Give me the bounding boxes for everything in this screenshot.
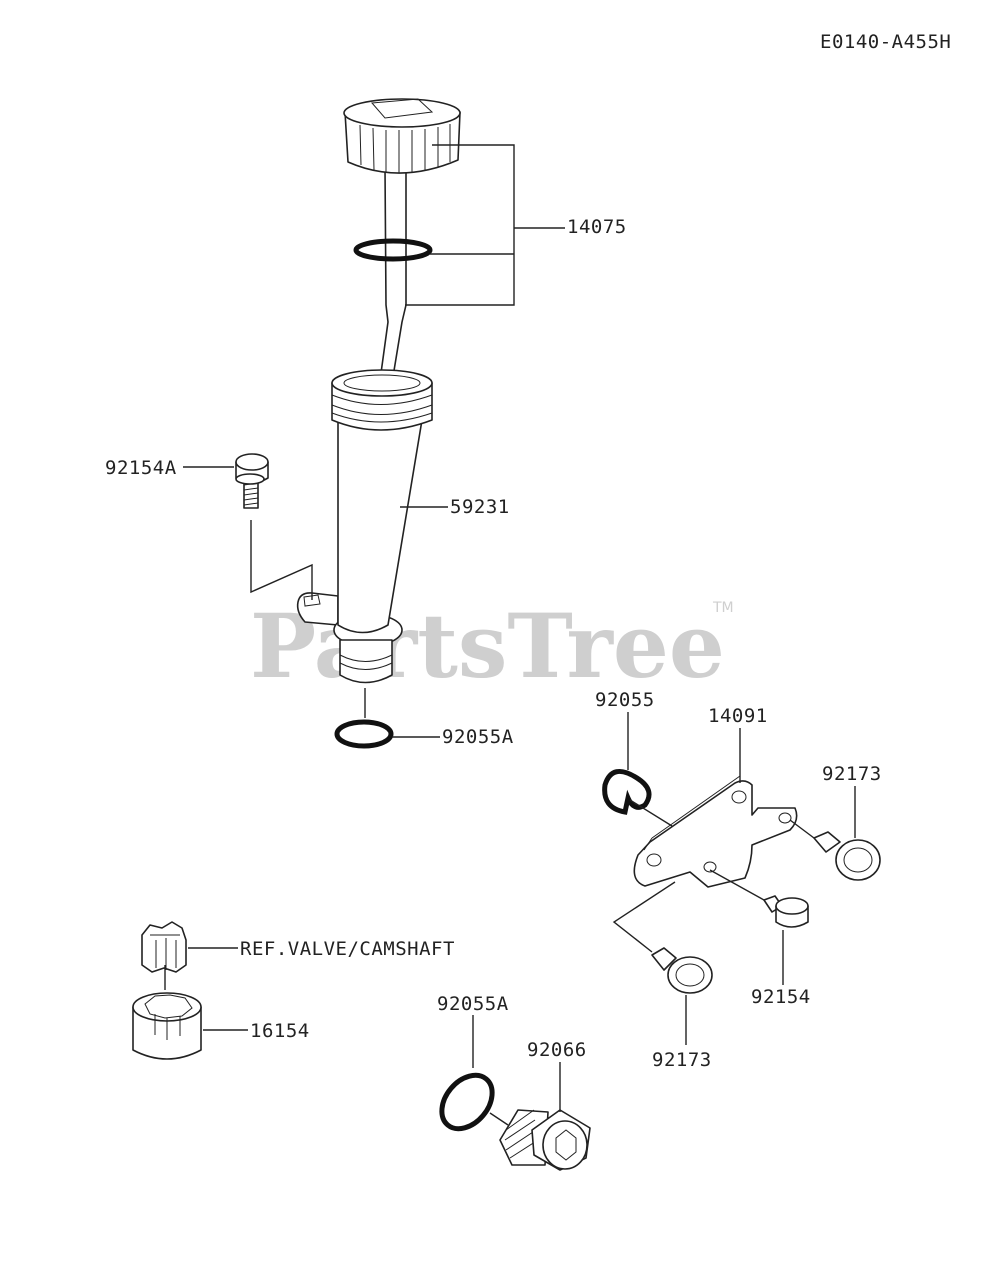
leader-92173-bottom bbox=[612, 881, 687, 1045]
o-ring-92055A-bottom[interactable] bbox=[432, 1066, 503, 1139]
label-92154[interactable]: 92154 bbox=[751, 986, 811, 1008]
label-92055[interactable]: 92055 bbox=[595, 689, 655, 711]
label-92173-right[interactable]: 92173 bbox=[822, 763, 882, 785]
label-92173-bottom[interactable]: 92173 bbox=[652, 1049, 712, 1071]
leader-92055 bbox=[627, 712, 673, 827]
dipstick-o-ring bbox=[353, 238, 433, 262]
leader-92055A-bottom bbox=[472, 1015, 509, 1126]
clip-92055[interactable] bbox=[602, 768, 652, 815]
leader-92173-right bbox=[789, 786, 856, 839]
o-ring-92055A-top[interactable] bbox=[334, 719, 394, 749]
bracket-14091[interactable] bbox=[633, 775, 798, 888]
leader-92154 bbox=[709, 869, 784, 985]
watermark-trademark: TM bbox=[712, 600, 734, 616]
tube-59231[interactable] bbox=[296, 369, 433, 684]
plug-92066[interactable] bbox=[499, 1109, 591, 1171]
clamp-92173-right[interactable] bbox=[813, 831, 881, 881]
label-16154[interactable]: 16154 bbox=[250, 1020, 310, 1042]
diagram-code: E0140-A455H bbox=[820, 31, 951, 53]
label-92055A-bottom[interactable]: 92055A bbox=[437, 993, 509, 1015]
label-ref-valve-camshaft[interactable]: REF.VALVE/CAMSHAFT bbox=[240, 938, 455, 960]
label-14075[interactable]: 14075 bbox=[567, 216, 627, 238]
dipstick-14075[interactable] bbox=[343, 98, 461, 396]
bolt-92154[interactable] bbox=[763, 895, 809, 928]
leader-92154A-assembly bbox=[250, 520, 313, 600]
clamp-92173-bottom[interactable] bbox=[651, 947, 713, 994]
leader-14075 bbox=[405, 144, 565, 306]
gear-16154[interactable] bbox=[132, 992, 202, 1060]
label-92055A-top[interactable]: 92055A bbox=[442, 726, 514, 748]
label-92154A[interactable]: 92154A bbox=[105, 457, 177, 479]
leader-92055A-top bbox=[364, 688, 440, 738]
bolt-92154A[interactable] bbox=[235, 453, 269, 509]
label-14091[interactable]: 14091 bbox=[708, 705, 768, 727]
valve-camshaft-gear bbox=[141, 921, 187, 973]
leader-16154 bbox=[164, 965, 248, 1031]
label-59231[interactable]: 59231 bbox=[450, 496, 510, 518]
label-92066[interactable]: 92066 bbox=[527, 1039, 587, 1061]
